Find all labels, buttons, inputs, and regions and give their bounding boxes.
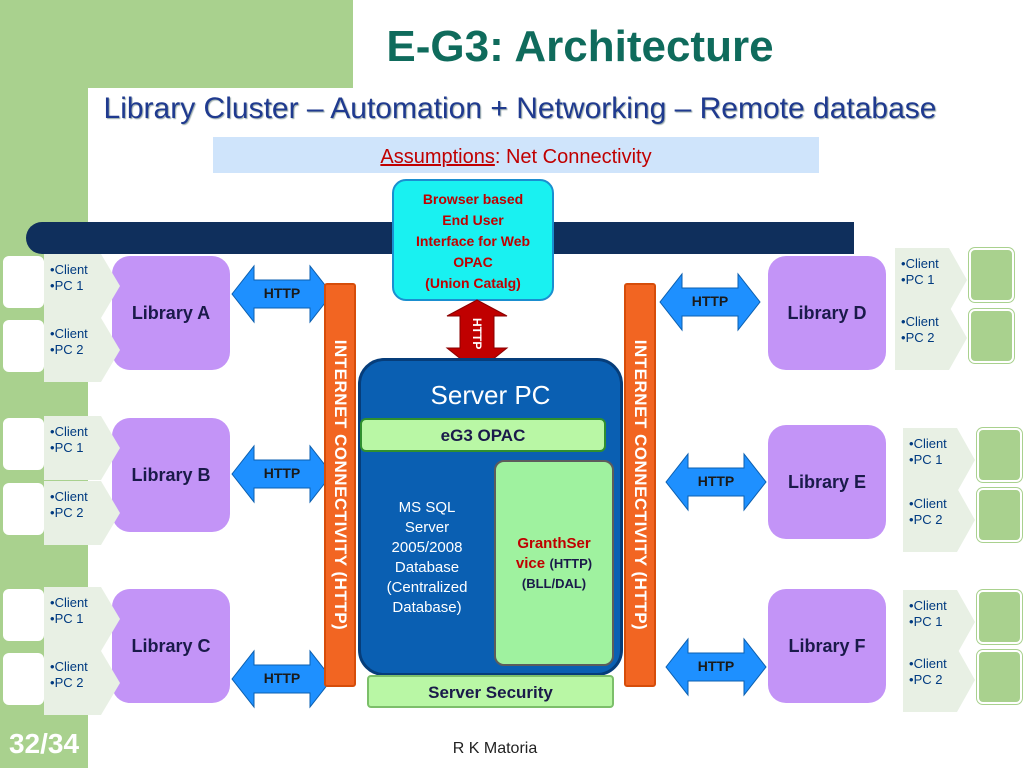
- http-arrow-library-d: [659, 272, 761, 332]
- library-b: Library B: [112, 418, 230, 532]
- eg3-opac-box: eG3 OPAC: [360, 418, 606, 452]
- page-number: 32/34: [8, 728, 80, 759]
- http-label-b: HTTP: [263, 465, 301, 481]
- library-d: Library D: [768, 256, 886, 370]
- database-label: MS SQL Server 2005/2008 Database (Centra…: [360, 498, 494, 618]
- assumptions-text: : Net Connectivity: [494, 146, 652, 168]
- author-credit: R K Matoria: [452, 740, 538, 757]
- assumptions-banner: Assumptions: Net Connectivity: [213, 137, 819, 173]
- granthservice-title-2: vice: [515, 555, 546, 572]
- library-e: Library E: [768, 425, 886, 539]
- internet-label-right: INTERNET CONNECTIVITY (HTTP): [631, 339, 650, 631]
- http-label-e: HTTP: [697, 473, 735, 489]
- database-line: MS SQL: [398, 499, 456, 516]
- slide-title: E-G3: Architecture: [386, 22, 774, 71]
- client-pc-box: [1, 481, 46, 537]
- granthservice-box: GranthSer vice (HTTP) (BLL/DAL): [494, 460, 614, 666]
- internet-label-left: INTERNET CONNECTIVITY (HTTP): [331, 339, 350, 631]
- client-pc-box: [969, 248, 1014, 302]
- client-pc-label: ClientPC 1: [903, 590, 975, 654]
- client-pc-box: [1, 651, 46, 707]
- server-pc-title: Server PC: [430, 380, 551, 410]
- slide-subtitle: Library Cluster – Automation + Networkin…: [103, 92, 937, 125]
- granthservice-bll: (BLL/DAL): [521, 576, 587, 591]
- browser-line: Interface for Web: [415, 233, 531, 249]
- server-security-box: Server Security: [367, 675, 614, 708]
- assumptions-label: Assumptions: [380, 146, 495, 168]
- client-pc-box: [977, 590, 1022, 644]
- client-pc-box: [977, 488, 1022, 542]
- library-c: Library C: [112, 589, 230, 703]
- library-a: Library A: [112, 256, 230, 370]
- database-line: Database): [392, 599, 462, 616]
- database-line: (Centralized: [386, 579, 468, 596]
- content-corner: [88, 88, 388, 288]
- http-label-a: HTTP: [263, 285, 301, 301]
- client-pc-box: [977, 650, 1022, 704]
- client-pc-box: [1, 416, 46, 472]
- browser-opac-box: Browser based End User Interface for Web…: [392, 179, 554, 301]
- internet-connectivity-left: INTERNET CONNECTIVITY (HTTP): [324, 283, 356, 687]
- client-pc-label: ClientPC 2: [903, 648, 975, 712]
- browser-line: (Union Catalg): [425, 275, 521, 291]
- client-pc-label: ClientPC 1: [44, 587, 120, 651]
- client-pc-box: [969, 309, 1014, 363]
- green-top-band: [88, 0, 353, 88]
- http-arrow-library-e: [665, 452, 767, 512]
- browser-line: OPAC: [453, 254, 493, 270]
- http-label-d: HTTP: [691, 293, 729, 309]
- client-pc-box: [1, 587, 46, 643]
- server-browser-http-label: HTTP: [470, 318, 484, 349]
- http-arrow-library-f: [665, 637, 767, 697]
- http-label-f: HTTP: [697, 658, 735, 674]
- browser-line: End User: [442, 212, 504, 228]
- client-pc-label: ClientPC 2: [44, 481, 120, 545]
- client-pc-box: [977, 428, 1022, 482]
- granthservice-title-1: GranthSer: [517, 535, 591, 552]
- database-line: 2005/2008: [391, 539, 463, 556]
- database-line: Server: [404, 519, 450, 536]
- client-pc-box: [1, 318, 46, 374]
- database-line: Database: [394, 559, 460, 576]
- client-pc-label: ClientPC 2: [44, 651, 120, 715]
- browser-line: Browser based: [422, 191, 524, 207]
- library-f: Library F: [768, 589, 886, 703]
- client-pc-box: [1, 254, 46, 310]
- granthservice-http: (HTTP): [549, 556, 593, 571]
- internet-connectivity-right: INTERNET CONNECTIVITY (HTTP): [624, 283, 656, 687]
- http-label-c: HTTP: [263, 670, 301, 686]
